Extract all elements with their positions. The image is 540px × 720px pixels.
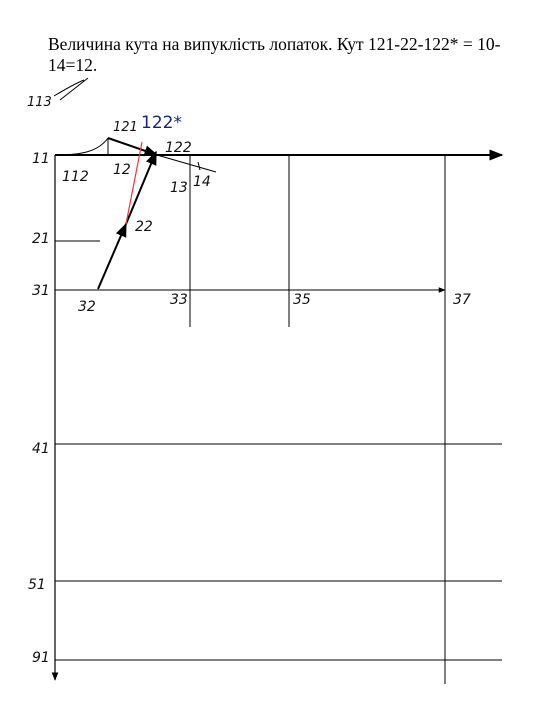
label-11: 11: [32, 151, 50, 167]
label-33: 33: [170, 292, 188, 308]
point-14-mark: [197, 161, 201, 171]
shoulder-line: [107, 137, 159, 157]
label-35: 35: [293, 292, 311, 308]
label-21: 21: [32, 231, 50, 247]
label-37: 37: [453, 292, 471, 308]
label-91: 91: [32, 650, 50, 666]
label-122-star: 122*: [141, 113, 182, 133]
diagram-title: Величина кута на випуклість лопаток. Кут…: [48, 34, 501, 75]
label-113: 113: [27, 95, 52, 110]
angle-line-red: [125, 141, 143, 225]
label-22: 22: [135, 219, 153, 235]
line-32-22: [97, 222, 127, 290]
label-12: 12: [113, 162, 131, 178]
label-121: 121: [113, 120, 138, 135]
label-31: 31: [32, 283, 50, 299]
label-122: 122: [165, 140, 192, 156]
label-32: 32: [78, 299, 96, 315]
shoulder-extension: [156, 154, 217, 173]
label-14: 14: [193, 174, 211, 190]
pointer-113-b: [53, 79, 85, 97]
label-13: 13: [170, 180, 188, 196]
neck-curve: [56, 137, 109, 156]
label-41: 41: [32, 441, 50, 457]
label-112: 112: [62, 169, 89, 185]
label-51: 51: [28, 577, 46, 593]
line-22-122: [125, 150, 157, 225]
pointer-113: [59, 77, 89, 101]
